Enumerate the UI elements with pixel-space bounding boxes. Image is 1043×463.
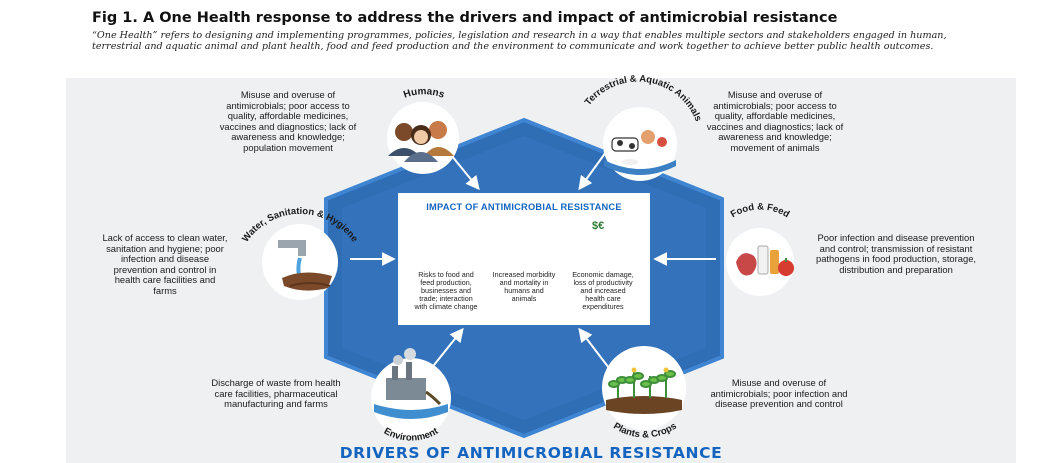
arrow-env bbox=[429, 327, 464, 371]
impact-caption-morbidity: Increased morbidity and mortality in hum… bbox=[492, 270, 556, 304]
environment-icon bbox=[371, 348, 451, 438]
wash-drivers: Lack of access to clean water, sanitatio… bbox=[102, 232, 228, 296]
animals-drivers: Misuse and overuse of antimicrobials; po… bbox=[706, 89, 844, 153]
figure-description: “One Health” refers to designing and imp… bbox=[92, 30, 947, 53]
currency-symbol: $€ bbox=[592, 220, 605, 232]
humans-label: Humans bbox=[402, 86, 446, 101]
humans-drivers: Misuse and overuse of antimicrobials; po… bbox=[219, 89, 357, 153]
arrow-plants bbox=[578, 327, 613, 373]
impact-caption-food: Risks to food and feed production, busin… bbox=[414, 270, 478, 312]
plants-icon bbox=[602, 346, 686, 430]
animals-icon bbox=[603, 107, 677, 181]
impact-title: IMPACT OF ANTIMICROBIAL RESISTANCE bbox=[426, 202, 622, 212]
food-label: Food & Feed bbox=[729, 202, 792, 221]
humans-icon bbox=[387, 102, 459, 174]
wash-icon bbox=[262, 224, 338, 300]
food-icon bbox=[726, 228, 794, 296]
plants-drivers: Misuse and overuse of antimicrobials; po… bbox=[710, 377, 848, 410]
figure-title: Fig 1. A One Health response to address … bbox=[92, 10, 838, 26]
impact-caption-economic: Economic damage, loss of productivity an… bbox=[572, 270, 634, 312]
food-drivers: Poor infection and disease prevention an… bbox=[816, 232, 977, 275]
drivers-title: DRIVERS OF ANTIMICROBIAL RESISTANCE bbox=[339, 444, 723, 462]
impact-box: IMPACT OF ANTIMICROBIAL RESISTANCE Risks… bbox=[398, 193, 650, 325]
arrow-animals bbox=[578, 151, 607, 191]
environment-drivers: Discharge of waste from health care faci… bbox=[211, 377, 341, 410]
